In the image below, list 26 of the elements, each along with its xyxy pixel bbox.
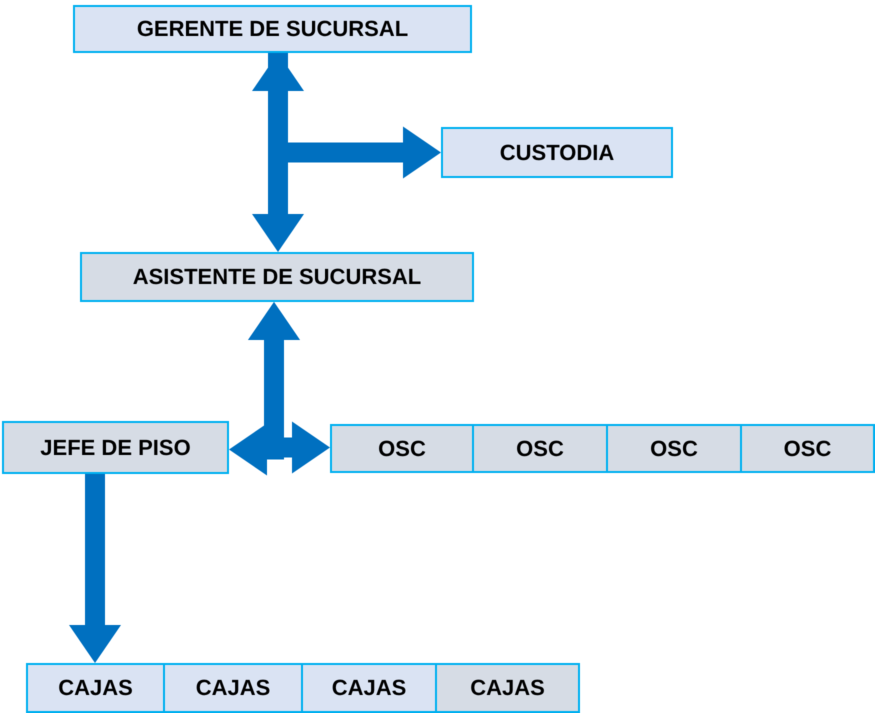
thick-arrow	[69, 474, 121, 663]
box-title: JEFE DE PISO	[40, 434, 191, 460]
org-box	[330, 424, 474, 473]
box-title: OSC	[650, 436, 698, 462]
org-box	[441, 127, 673, 178]
org-box	[73, 5, 472, 53]
box-title: GERENTE DE SUCURSAL	[136, 16, 408, 42]
box-title: OSC	[378, 436, 426, 462]
box-title: CUSTODIA	[500, 140, 614, 166]
org-box	[301, 663, 437, 713]
box-title: CAJAS	[332, 675, 406, 701]
box-title: CAJAS	[58, 675, 133, 701]
org-box	[740, 424, 875, 473]
org-box	[163, 663, 303, 713]
org-box	[26, 663, 165, 713]
org-box	[606, 424, 742, 473]
org-box	[2, 421, 229, 474]
thick-arrow	[248, 302, 330, 474]
box-title: ASISTENTE DE SUCURSAL	[132, 264, 422, 290]
org-box	[472, 424, 608, 473]
org-box	[435, 663, 580, 713]
box-title: CAJAS	[470, 675, 545, 701]
box-title: CAJAS	[196, 675, 270, 701]
box-title: OSC	[516, 436, 564, 462]
box-title: OSC	[784, 436, 832, 462]
org-box	[80, 252, 474, 302]
